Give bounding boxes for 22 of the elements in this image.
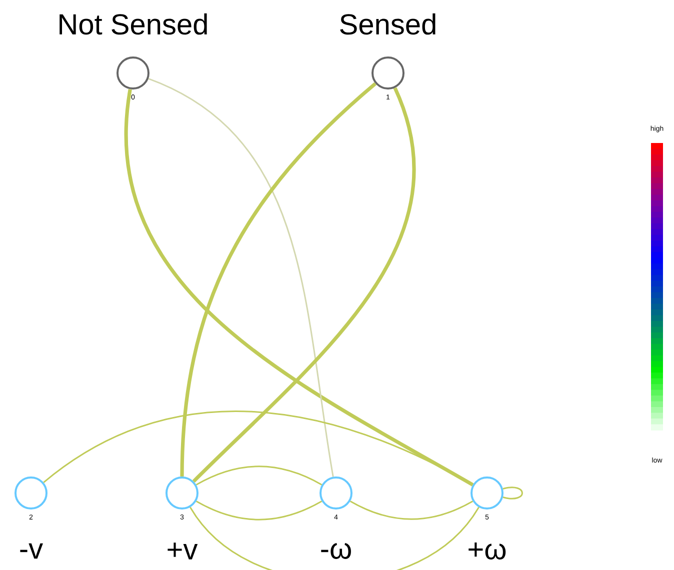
node-label: -ω bbox=[321, 543, 351, 559]
connector bbox=[502, 486, 523, 500]
connector bbox=[196, 466, 322, 486]
connector bbox=[350, 500, 474, 520]
node-circle bbox=[372, 56, 404, 90]
node-circle bbox=[116, 56, 150, 90]
connector bbox=[192, 87, 416, 483]
node-label: +ω bbox=[468, 542, 506, 560]
node-label: -v bbox=[20, 543, 43, 559]
connector bbox=[43, 410, 474, 486]
connector bbox=[196, 500, 322, 520]
connector bbox=[124, 89, 474, 486]
node-circle bbox=[14, 476, 48, 510]
connector bbox=[180, 82, 377, 477]
connector bbox=[148, 78, 334, 477]
node-circle bbox=[320, 476, 352, 510]
node-circle bbox=[470, 476, 504, 510]
node-label: Sensed bbox=[340, 13, 436, 35]
node-label: +v bbox=[168, 542, 198, 560]
node-label: Not Sensed bbox=[60, 13, 207, 35]
node-circle bbox=[166, 476, 198, 510]
connector bbox=[190, 506, 480, 570]
